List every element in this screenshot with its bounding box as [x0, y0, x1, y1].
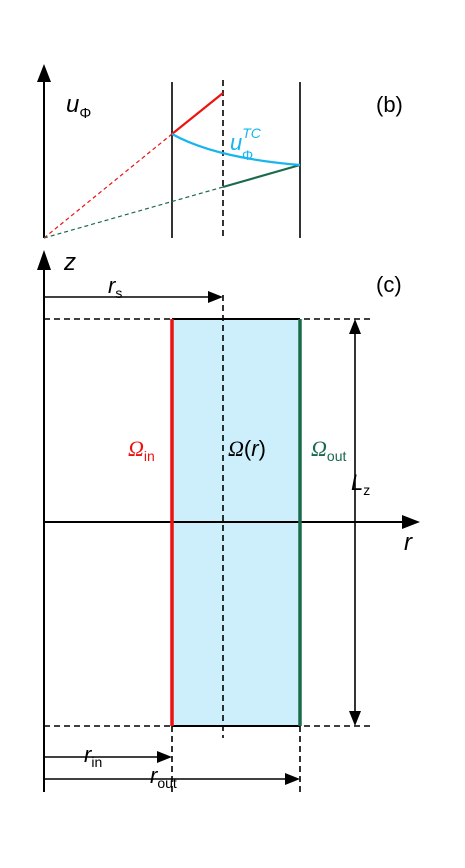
rout-label: rout [150, 763, 177, 791]
panel-b-axis-label: uΦ [66, 91, 91, 122]
omega-r-label: Ω(r) [228, 436, 266, 461]
lz-label: Lz [351, 470, 370, 498]
lz-arrowhead-bottom [349, 711, 361, 726]
omega-in-label: Ωin [128, 436, 155, 464]
r-axis-label: r [404, 529, 413, 556]
rin-arrowhead [157, 751, 172, 763]
red-solid-profile [171, 92, 224, 135]
omega-out-label: Ωout [311, 436, 346, 464]
rs-label: rs [108, 273, 122, 301]
r-axis-arrowhead [402, 515, 420, 529]
panel-c: z (c) rs Ωin Ω(r) Ωout Lz r rin rout [37, 249, 420, 792]
panel-b-label: (b) [376, 92, 403, 117]
rin-label: rin [84, 742, 102, 770]
panel-b: uΦ uTC Φ (b) [37, 64, 403, 239]
tc-profile-label: uTC [230, 125, 262, 155]
z-axis-label: z [63, 249, 76, 276]
green-dashed-profile [43, 186, 224, 239]
panel-b-axis-arrowhead [37, 64, 51, 82]
red-dashed-profile [43, 133, 173, 239]
z-axis-arrowhead [37, 250, 51, 270]
taylor-couette-profile-curve [171, 133, 301, 167]
rs-arrowhead [208, 291, 223, 303]
panel-c-label: (c) [376, 272, 402, 297]
tc-profile-label-sub: Φ [242, 147, 253, 163]
rout-arrowhead [285, 773, 300, 785]
lz-arrowhead-top [349, 319, 361, 334]
green-solid-profile [222, 163, 301, 189]
